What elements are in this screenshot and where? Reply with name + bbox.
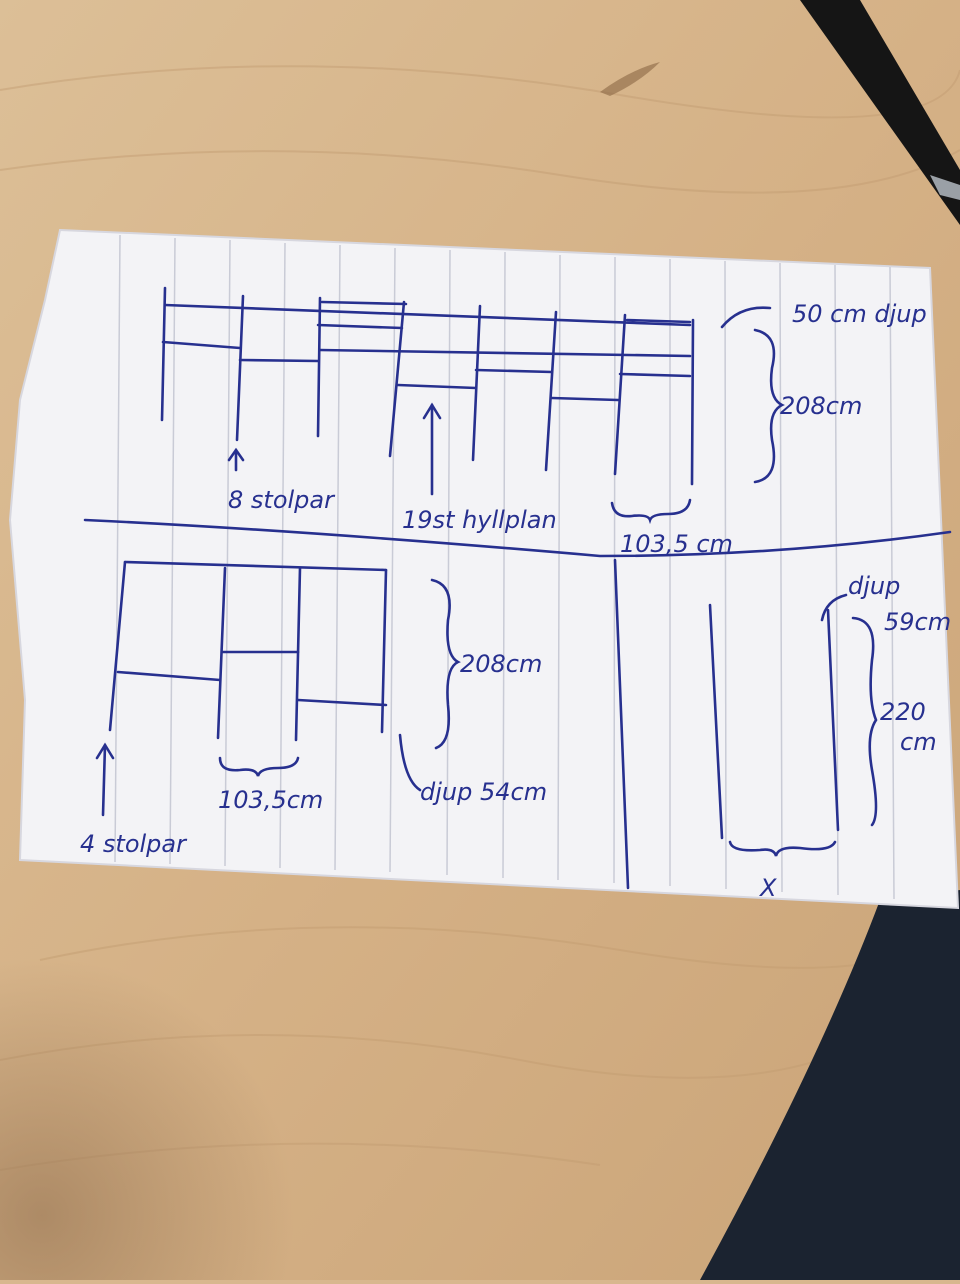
chair	[700, 890, 960, 1280]
curly-brace-icon	[851, 616, 878, 827]
curly-brace-icon	[753, 328, 785, 484]
top-shelving-sketch	[160, 286, 695, 486]
bottom-left-height-label: 208cm	[460, 650, 542, 678]
bottom-right-depth-label-2: 59cm	[884, 608, 951, 636]
divider-line	[83, 518, 952, 558]
arrow-up-icon	[422, 402, 442, 496]
pen-icon	[800, 0, 960, 225]
ink-sketch	[83, 286, 952, 890]
top-shelves-label: 19st hyllplan	[402, 506, 557, 534]
hand-shadow	[0, 850, 420, 1280]
curly-brace-icon	[610, 498, 692, 525]
bottom-right-height-label-1: 220	[880, 698, 926, 726]
curly-brace-icon	[720, 306, 772, 329]
bottom-left-posts-label: 4 stolpar	[80, 830, 188, 858]
notebook-paper	[8, 228, 960, 910]
bottom-right-height-label-2: cm	[900, 728, 937, 756]
bottom-left-depth-label: djup 54cm	[420, 778, 547, 806]
bottom-left-width-label: 103,5cm	[218, 786, 323, 814]
ink-labels: 50 cm djup 208cm 8 stolpar 19st hyllplan…	[80, 300, 951, 902]
wood-knot	[600, 62, 660, 96]
top-posts-label: 8 stolpar	[228, 486, 336, 514]
vertical-divider	[613, 558, 630, 890]
bottom-right-depth-label-1: djup	[848, 572, 900, 600]
arrow-up-icon	[227, 447, 245, 472]
curly-brace-icon	[398, 733, 422, 792]
curly-brace-icon	[218, 756, 300, 777]
curly-brace-icon	[430, 578, 461, 750]
bottom-left-shelving-sketch	[108, 560, 388, 742]
curly-brace-icon	[820, 593, 848, 622]
arrow-up-icon	[95, 742, 115, 817]
curly-brace-icon	[728, 840, 837, 857]
top-height-label: 208cm	[780, 392, 862, 420]
top-width-label: 103,5 cm	[620, 530, 733, 558]
top-depth-label: 50 cm djup	[792, 300, 927, 328]
bottom-right-width-label: X	[758, 874, 777, 902]
bottom-right-cabinet-sketch	[708, 603, 840, 840]
